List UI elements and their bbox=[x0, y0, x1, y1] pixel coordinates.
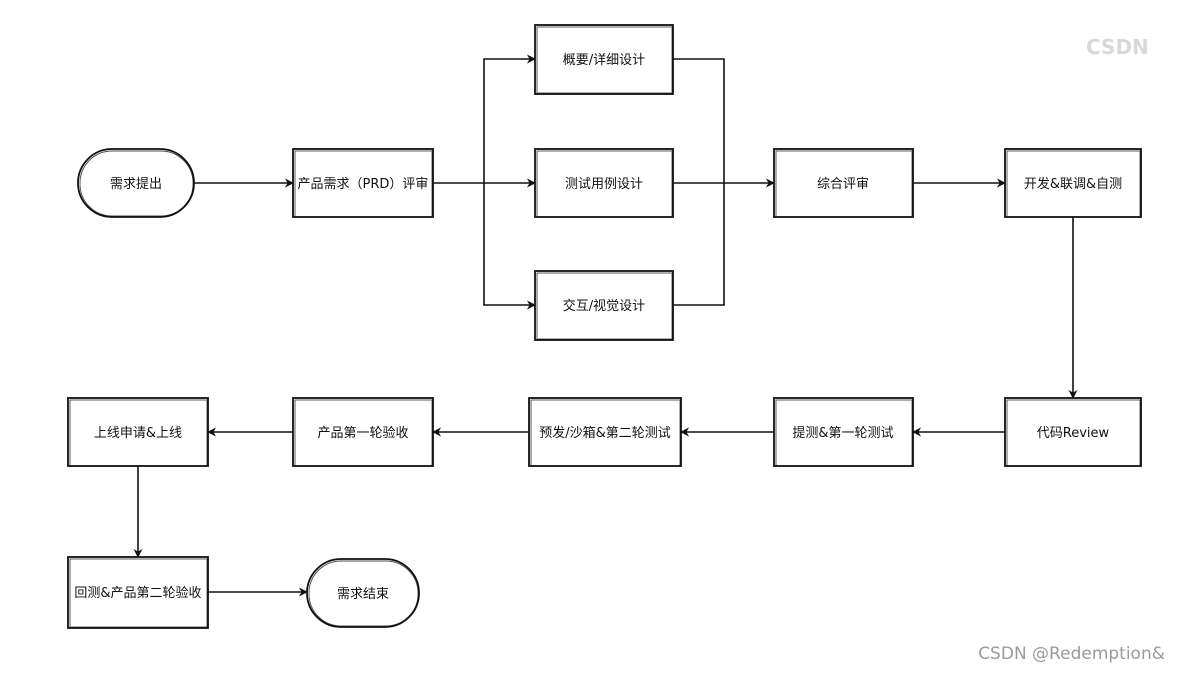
node-retest[interactable]: 回测&产品第二轮验收 bbox=[67, 556, 209, 629]
node-test-case-design-label: 测试用例设计 bbox=[565, 177, 643, 192]
node-outline-design[interactable]: 概要/详细设计 bbox=[534, 24, 674, 95]
node-joint-review[interactable]: 综合评审 bbox=[773, 148, 914, 218]
node-ux-design[interactable]: 交互/视觉设计 bbox=[534, 270, 674, 341]
watermark-bottom-right: CSDN @Redemption& bbox=[978, 644, 1165, 664]
node-submit-test-label: 提测&第一轮测试 bbox=[792, 425, 893, 441]
node-retest-label: 回测&产品第二轮验收 bbox=[74, 585, 201, 601]
node-dev[interactable]: 开发&联调&自测 bbox=[1004, 148, 1142, 218]
node-test-case-design[interactable]: 测试用例设计 bbox=[534, 148, 674, 218]
node-code-review[interactable]: 代码Review bbox=[1004, 397, 1142, 467]
node-start[interactable]: 需求提出 bbox=[77, 148, 195, 218]
watermark-top-right: CSDN bbox=[1086, 35, 1149, 59]
node-start-label: 需求提出 bbox=[110, 176, 162, 192]
node-launch[interactable]: 上线申请&上线 bbox=[67, 397, 209, 467]
node-product-accept1-label: 产品第一轮验收 bbox=[317, 425, 408, 441]
edges bbox=[133, 54, 1078, 597]
node-dev-label: 开发&联调&自测 bbox=[1024, 176, 1122, 192]
node-outline-design-label: 概要/详细设计 bbox=[563, 53, 645, 68]
node-pre-release-label: 预发/沙箱&第二轮测试 bbox=[539, 425, 671, 441]
node-end-label: 需求结束 bbox=[337, 587, 389, 602]
node-joint-review-label: 综合评审 bbox=[817, 177, 869, 192]
node-end[interactable]: 需求结束 bbox=[306, 558, 420, 628]
node-product-accept1[interactable]: 产品第一轮验收 bbox=[292, 397, 434, 467]
node-pre-release[interactable]: 预发/沙箱&第二轮测试 bbox=[528, 397, 682, 467]
node-submit-test[interactable]: 提测&第一轮测试 bbox=[773, 397, 914, 467]
node-launch-label: 上线申请&上线 bbox=[94, 426, 182, 441]
node-prd-review[interactable]: 产品需求（PRD）评审 bbox=[292, 148, 434, 218]
node-prd-review-label: 产品需求（PRD）评审 bbox=[298, 177, 429, 192]
node-code-review-label: 代码Review bbox=[1037, 426, 1110, 441]
node-ux-design-label: 交互/视觉设计 bbox=[563, 298, 645, 314]
